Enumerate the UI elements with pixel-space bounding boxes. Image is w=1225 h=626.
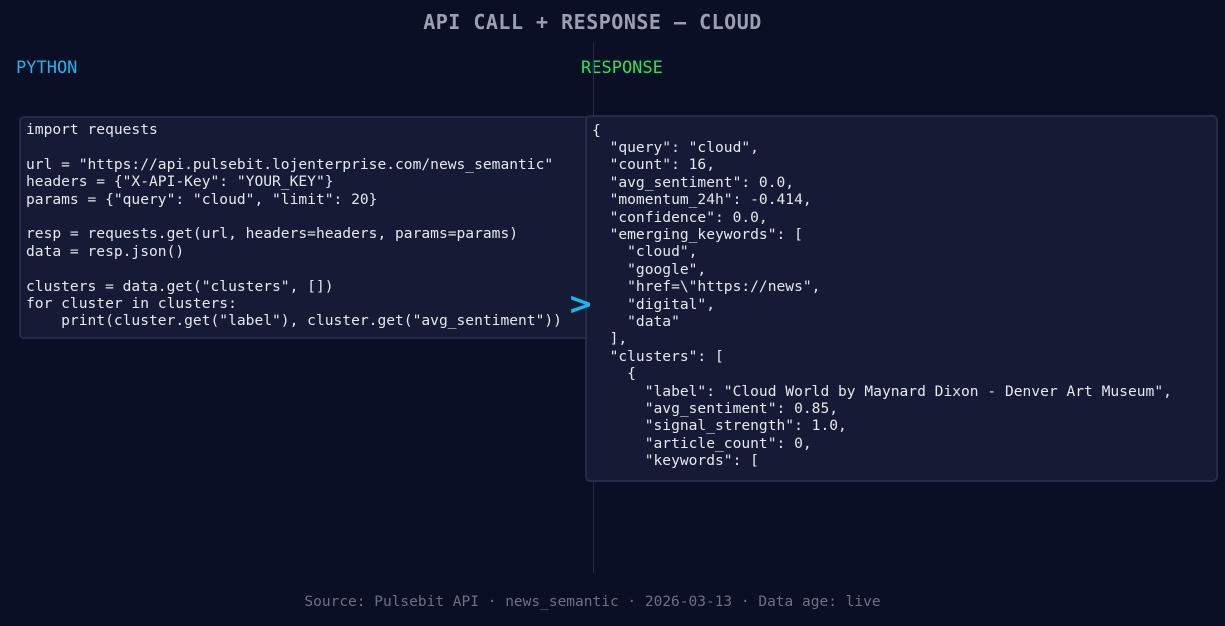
python-column-label: PYTHON — [16, 58, 78, 78]
code-line: "avg_sentiment": 0.85, — [644, 400, 839, 417]
code-line: params = {"query": "cloud", "limit": 20} — [26, 190, 378, 208]
code-line: "label": "Cloud World by Maynard Dixon -… — [644, 382, 1172, 400]
code-line: "momentum_24h": -0.414, — [609, 191, 812, 209]
code-line: "digital", — [627, 295, 716, 313]
code-line: "emerging_keywords": [ — [609, 225, 803, 243]
code-line: ], — [609, 330, 628, 348]
code-line: "cloud", — [627, 243, 698, 261]
code-line: print(cluster.get("label"), cluster.get(… — [26, 312, 562, 330]
response-json-panel: { "query": "cloud", "count": 16, "avg_se… — [585, 115, 1218, 482]
code-line: "query": "cloud", — [609, 138, 759, 156]
page-title: API CALL + RESPONSE — CLOUD — [423, 10, 762, 34]
code-line: "count": 16, — [609, 156, 716, 174]
code-line: { — [627, 365, 636, 383]
code-line: for cluster in clusters: — [26, 295, 237, 313]
code-line: "clusters": [ — [609, 347, 724, 365]
code-line: clusters = data.get("clusters", []) — [26, 277, 334, 295]
code-line: import requests — [26, 121, 158, 138]
code-line: "data" — [627, 312, 680, 330]
code-line: headers = {"X-API-Key": "YOUR_KEY"} — [26, 173, 334, 191]
source-footer: Source: Pulsebit API · news_semantic · 2… — [304, 594, 881, 610]
code-line: "confidence": 0.0, — [609, 208, 768, 226]
code-line: data = resp.json() — [26, 242, 185, 260]
code-line: "signal_strength": 1.0, — [644, 417, 847, 435]
code-line: "avg_sentiment": 0.0, — [609, 173, 795, 191]
code-line: "href=\"https://news", — [627, 278, 821, 296]
python-code-block: import requests url = "https://api.pulse… — [26, 121, 562, 330]
code-line: "google", — [627, 260, 707, 278]
response-column-label: RESPONSE — [581, 58, 663, 78]
code-line: "keywords": [ — [592, 452, 759, 470]
response-json-block: { "query": "cloud", "count": 16, "avg_se… — [592, 122, 1172, 470]
arrow-right-icon: > — [568, 287, 594, 322]
python-code-panel: import requests url = "https://api.pulse… — [19, 116, 599, 339]
code-line: "article_count": 0, — [644, 434, 812, 452]
code-line: { — [592, 121, 601, 139]
code-line: url = "https://api.pulsebit.lojenterpris… — [26, 155, 554, 173]
code-line: resp = requests.get(url, headers=headers… — [26, 225, 519, 243]
